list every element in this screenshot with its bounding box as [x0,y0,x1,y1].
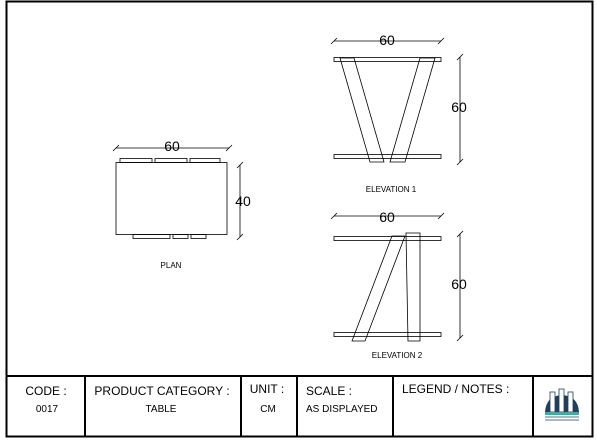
elev1-left-leg [339,57,385,163]
elev2-width-label: 60 [379,209,395,225]
elev2-caption: ELEVATION 2 [372,351,423,360]
plan-depth-label: 40 [235,193,251,209]
elevation-2-view [330,212,464,342]
code-value: 0017 [36,404,59,415]
unit-value: CM [260,404,276,415]
plan-bottom-slat [172,234,189,239]
logo-column [567,391,574,413]
product-category-label: PRODUCT CATEGORY : [94,384,229,398]
elev2-height-tick-bottom [456,334,464,342]
logo-column [549,391,556,413]
elev1-height-tick-bottom [456,158,464,166]
scale-label: SCALE : [306,384,352,398]
plan-view [112,144,244,241]
elev1-height-tick-top [456,53,464,61]
plan-top-slat [119,158,153,163]
elev2-right-leg [405,232,421,342]
scale-value: AS DISPLAYED [306,404,378,415]
code-label: CODE : [25,384,66,398]
plan-top-slat [154,158,188,163]
elev2-width-tick-right [437,212,445,220]
unit-label: UNIT : [250,382,284,396]
elev2-height-tick-top [456,230,464,238]
plan-bottom-slat [132,234,171,239]
plan-table-top [115,162,228,235]
elev2-bottom-rail [333,332,442,337]
elev1-width-tick-left [330,37,338,45]
elev1-bottom-rail [333,154,442,159]
plan-caption: PLAN [161,261,182,270]
elev2-height-label: 60 [451,276,467,292]
elev2-left-leg [351,235,406,342]
elev1-height-label: 60 [451,99,467,115]
elevation-1-view [330,37,464,166]
logo-column [558,388,565,413]
plan-width-label: 60 [164,138,180,154]
company-logo-icon [545,388,579,421]
elev1-right-leg [389,57,436,163]
plan-width-tick-right [225,144,233,152]
elev2-width-tick-left [330,212,338,220]
elev1-top-rail [333,57,442,62]
legend-notes-label: LEGEND / NOTES : [402,382,509,396]
elev1-caption: ELEVATION 1 [366,185,417,194]
logo-base-band [545,412,579,415]
elev1-width-tick-right [437,37,445,45]
plan-top-slat [189,158,221,163]
plan-depth-tick-top [236,161,244,169]
elev1-width-label: 60 [379,32,395,48]
sheet-border [5,0,594,438]
plan-depth-tick-bottom [236,233,244,241]
elev2-top-rail [333,236,442,241]
plan-bottom-slat [190,234,207,239]
product-category-value: TABLE [146,404,177,415]
title-block [6,375,593,437]
plan-width-tick-left [112,144,120,152]
